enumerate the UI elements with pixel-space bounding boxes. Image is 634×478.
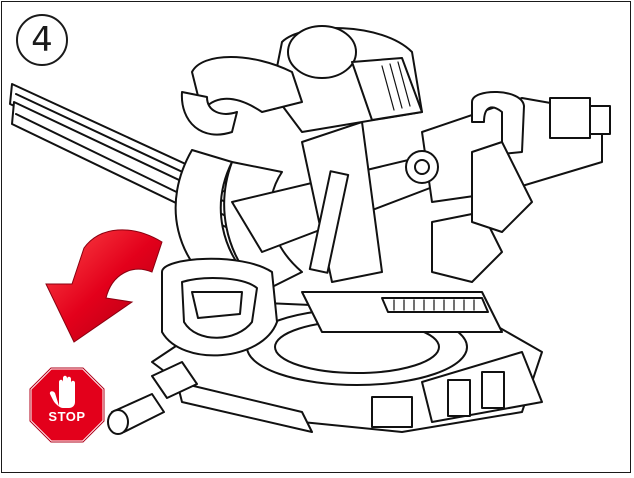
step-number-badge: 4 [16, 14, 68, 66]
stop-hand-icon [28, 366, 106, 444]
stop-label: STOP [48, 409, 86, 424]
step-number: 4 [31, 20, 53, 60]
stop-sign: STOP [28, 366, 106, 444]
